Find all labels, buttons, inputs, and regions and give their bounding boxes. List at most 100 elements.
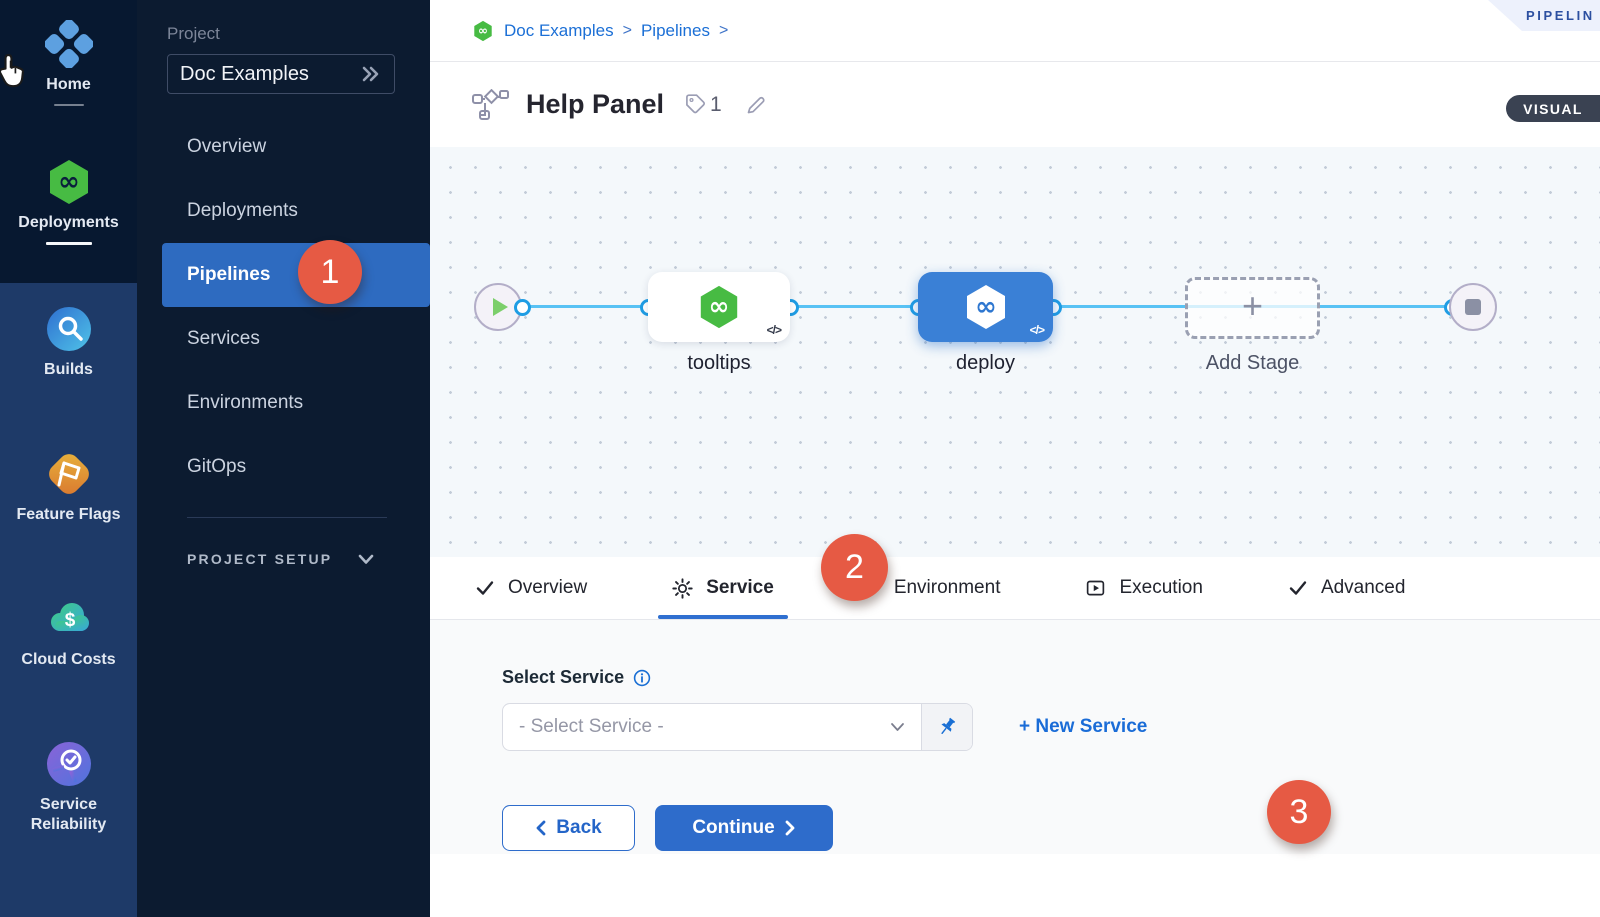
harness-stage-icon: ∞ xyxy=(966,285,1005,329)
sidebar-item-label: Feature Flags xyxy=(16,506,121,523)
sidebar-item-home[interactable]: Home xyxy=(0,20,137,106)
stage-node-tooltips[interactable]: ∞ </> xyxy=(648,272,790,342)
nav-item-label: Environments xyxy=(187,392,304,413)
info-icon[interactable] xyxy=(633,669,651,687)
tag-count: 1 xyxy=(710,92,722,116)
chevron-right-icon xyxy=(785,820,795,836)
breadcrumb-link-project[interactable]: Doc Examples xyxy=(504,20,614,40)
pipeline-studio-ribbon: PIPELIN xyxy=(1488,0,1600,31)
nav-item-label: Deployments xyxy=(187,200,298,221)
play-frame-icon xyxy=(1087,580,1105,595)
deployments-underline xyxy=(45,242,92,245)
sidebar-item-feature-flags[interactable]: Feature Flags xyxy=(0,450,137,525)
stop-icon xyxy=(1465,299,1481,315)
svg-text:∞: ∞ xyxy=(975,292,997,322)
nav-item-gitops[interactable]: GitOps xyxy=(137,435,430,499)
continue-button-label: Continue xyxy=(692,817,775,838)
cloud-costs-icon: $ xyxy=(50,603,89,631)
tags-button[interactable]: 1 xyxy=(682,93,722,117)
stage-tab-bar: Overview Service xyxy=(430,534,1600,620)
project-sidebar: Project Doc Examples Overview Deployment… xyxy=(137,0,430,917)
check-icon xyxy=(1289,581,1307,595)
deployments-icon: ∞ xyxy=(49,160,88,204)
check-icon xyxy=(476,581,494,595)
nav-item-label: GitOps xyxy=(187,456,247,477)
edit-pipeline-button[interactable] xyxy=(744,93,768,117)
sidebar-item-label: Service Reliability xyxy=(30,796,107,833)
tab-overview[interactable]: Overview xyxy=(475,557,587,619)
double-chevron-right-icon xyxy=(362,66,379,82)
chevron-left-icon xyxy=(536,820,546,836)
sidebar-item-label: Cloud Costs xyxy=(21,651,116,668)
nav-item-label: Services xyxy=(187,328,260,349)
nav-item-services[interactable]: Services xyxy=(137,307,430,371)
harness-logo-icon: ∞ xyxy=(472,20,494,42)
sidebar-item-label: Home xyxy=(46,76,91,93)
sidebar-item-builds[interactable]: Builds xyxy=(0,305,137,380)
pipeline-start-node[interactable] xyxy=(474,283,522,331)
tab-execution[interactable]: Execution xyxy=(1085,557,1203,619)
main-content: ∞ Doc Examples > Pipelines > PIPELIN Hel… xyxy=(430,0,1600,917)
pipeline-end-node[interactable] xyxy=(1449,283,1497,331)
tab-label: Overview xyxy=(508,577,588,598)
breadcrumb-link-pipelines[interactable]: Pipelines xyxy=(640,20,710,40)
harness-stage-icon: ∞ xyxy=(700,285,738,329)
chevron-down-icon xyxy=(358,554,374,564)
builds-icon xyxy=(46,307,91,351)
breadcrumb: ∞ Doc Examples > Pipelines > PIPELIN xyxy=(430,0,1600,62)
nav-item-deployments[interactable]: Deployments xyxy=(137,179,430,243)
service-reliability-icon xyxy=(46,742,91,786)
service-select-placeholder: - Select Service - xyxy=(519,716,664,737)
pin-service-button[interactable] xyxy=(921,704,972,750)
project-setup-toggle[interactable]: PROJECT SETUP xyxy=(187,551,374,567)
play-icon xyxy=(492,298,508,316)
code-toggle-icon[interactable]: </> xyxy=(1029,323,1045,337)
pipeline-canvas[interactable]: ∞ </> tooltips ∞ </> deploy + Add Stage xyxy=(430,147,1600,557)
hand-cursor-icon xyxy=(0,53,24,88)
tab-label: Environment xyxy=(893,577,1001,598)
sidebar-divider xyxy=(187,517,387,518)
svg-text:∞: ∞ xyxy=(478,23,488,37)
sidebar-item-service-reliability[interactable]: Service Reliability xyxy=(0,740,137,835)
sidebar-item-label: Deployments xyxy=(18,214,119,231)
plus-icon: + xyxy=(1241,285,1264,326)
project-selector[interactable]: Doc Examples xyxy=(167,54,395,94)
service-select-wrapper: - Select Service - xyxy=(502,703,973,751)
back-button[interactable]: Back xyxy=(502,805,635,851)
continue-button[interactable]: Continue xyxy=(655,805,833,851)
pipeline-flowchart-icon xyxy=(472,88,509,120)
project-nav-list: Overview Deployments Pipelines Services … xyxy=(137,115,430,499)
nav-item-overview[interactable]: Overview xyxy=(137,115,430,179)
sidebar-item-cloud-costs[interactable]: $ Cloud Costs xyxy=(0,595,137,670)
tab-label: Execution xyxy=(1119,577,1203,598)
project-section-label: Project xyxy=(167,24,220,43)
module-sidebar: Home ∞ Deployments Builds xyxy=(0,0,137,917)
gear-icon xyxy=(672,577,693,599)
feature-flags-icon xyxy=(48,454,89,494)
nav-item-label: Overview xyxy=(187,136,267,157)
select-service-row: - Select Service - xyxy=(502,703,1600,844)
home-icon xyxy=(44,20,93,68)
nav-item-label: Pipelines xyxy=(187,264,271,285)
new-service-link[interactable]: + New Service xyxy=(1019,716,1148,737)
select-service-label: Select Service xyxy=(502,667,625,687)
service-select-dropdown[interactable]: - Select Service - xyxy=(503,704,921,750)
sidebar-item-deployments[interactable]: ∞ Deployments xyxy=(0,158,137,245)
project-setup-label: PROJECT SETUP xyxy=(187,551,333,567)
select-service-label-row: Select Service xyxy=(502,667,1600,688)
code-toggle-icon[interactable]: </> xyxy=(766,323,782,337)
service-tab-panel: Select Service - Select Service - xyxy=(430,620,1600,854)
tab-service[interactable]: Service xyxy=(658,557,788,619)
nav-item-pipelines[interactable]: Pipelines xyxy=(162,243,430,307)
annotation-badge-2: 2 xyxy=(821,534,888,601)
nav-item-environments[interactable]: Environments xyxy=(137,371,430,435)
visual-yaml-toggle[interactable]: VISUAL xyxy=(1506,95,1600,122)
stage-node-deploy[interactable]: ∞ </> xyxy=(918,272,1053,342)
add-stage-button[interactable]: + xyxy=(1185,277,1320,339)
pipeline-header: Help Panel 1 VISUAL xyxy=(430,62,1600,147)
annotation-badge-1: 1 xyxy=(298,240,362,304)
pushpin-icon xyxy=(941,717,956,735)
tab-advanced[interactable]: Advanced xyxy=(1288,557,1405,619)
annotation-badge-3: 3 xyxy=(1267,780,1331,844)
